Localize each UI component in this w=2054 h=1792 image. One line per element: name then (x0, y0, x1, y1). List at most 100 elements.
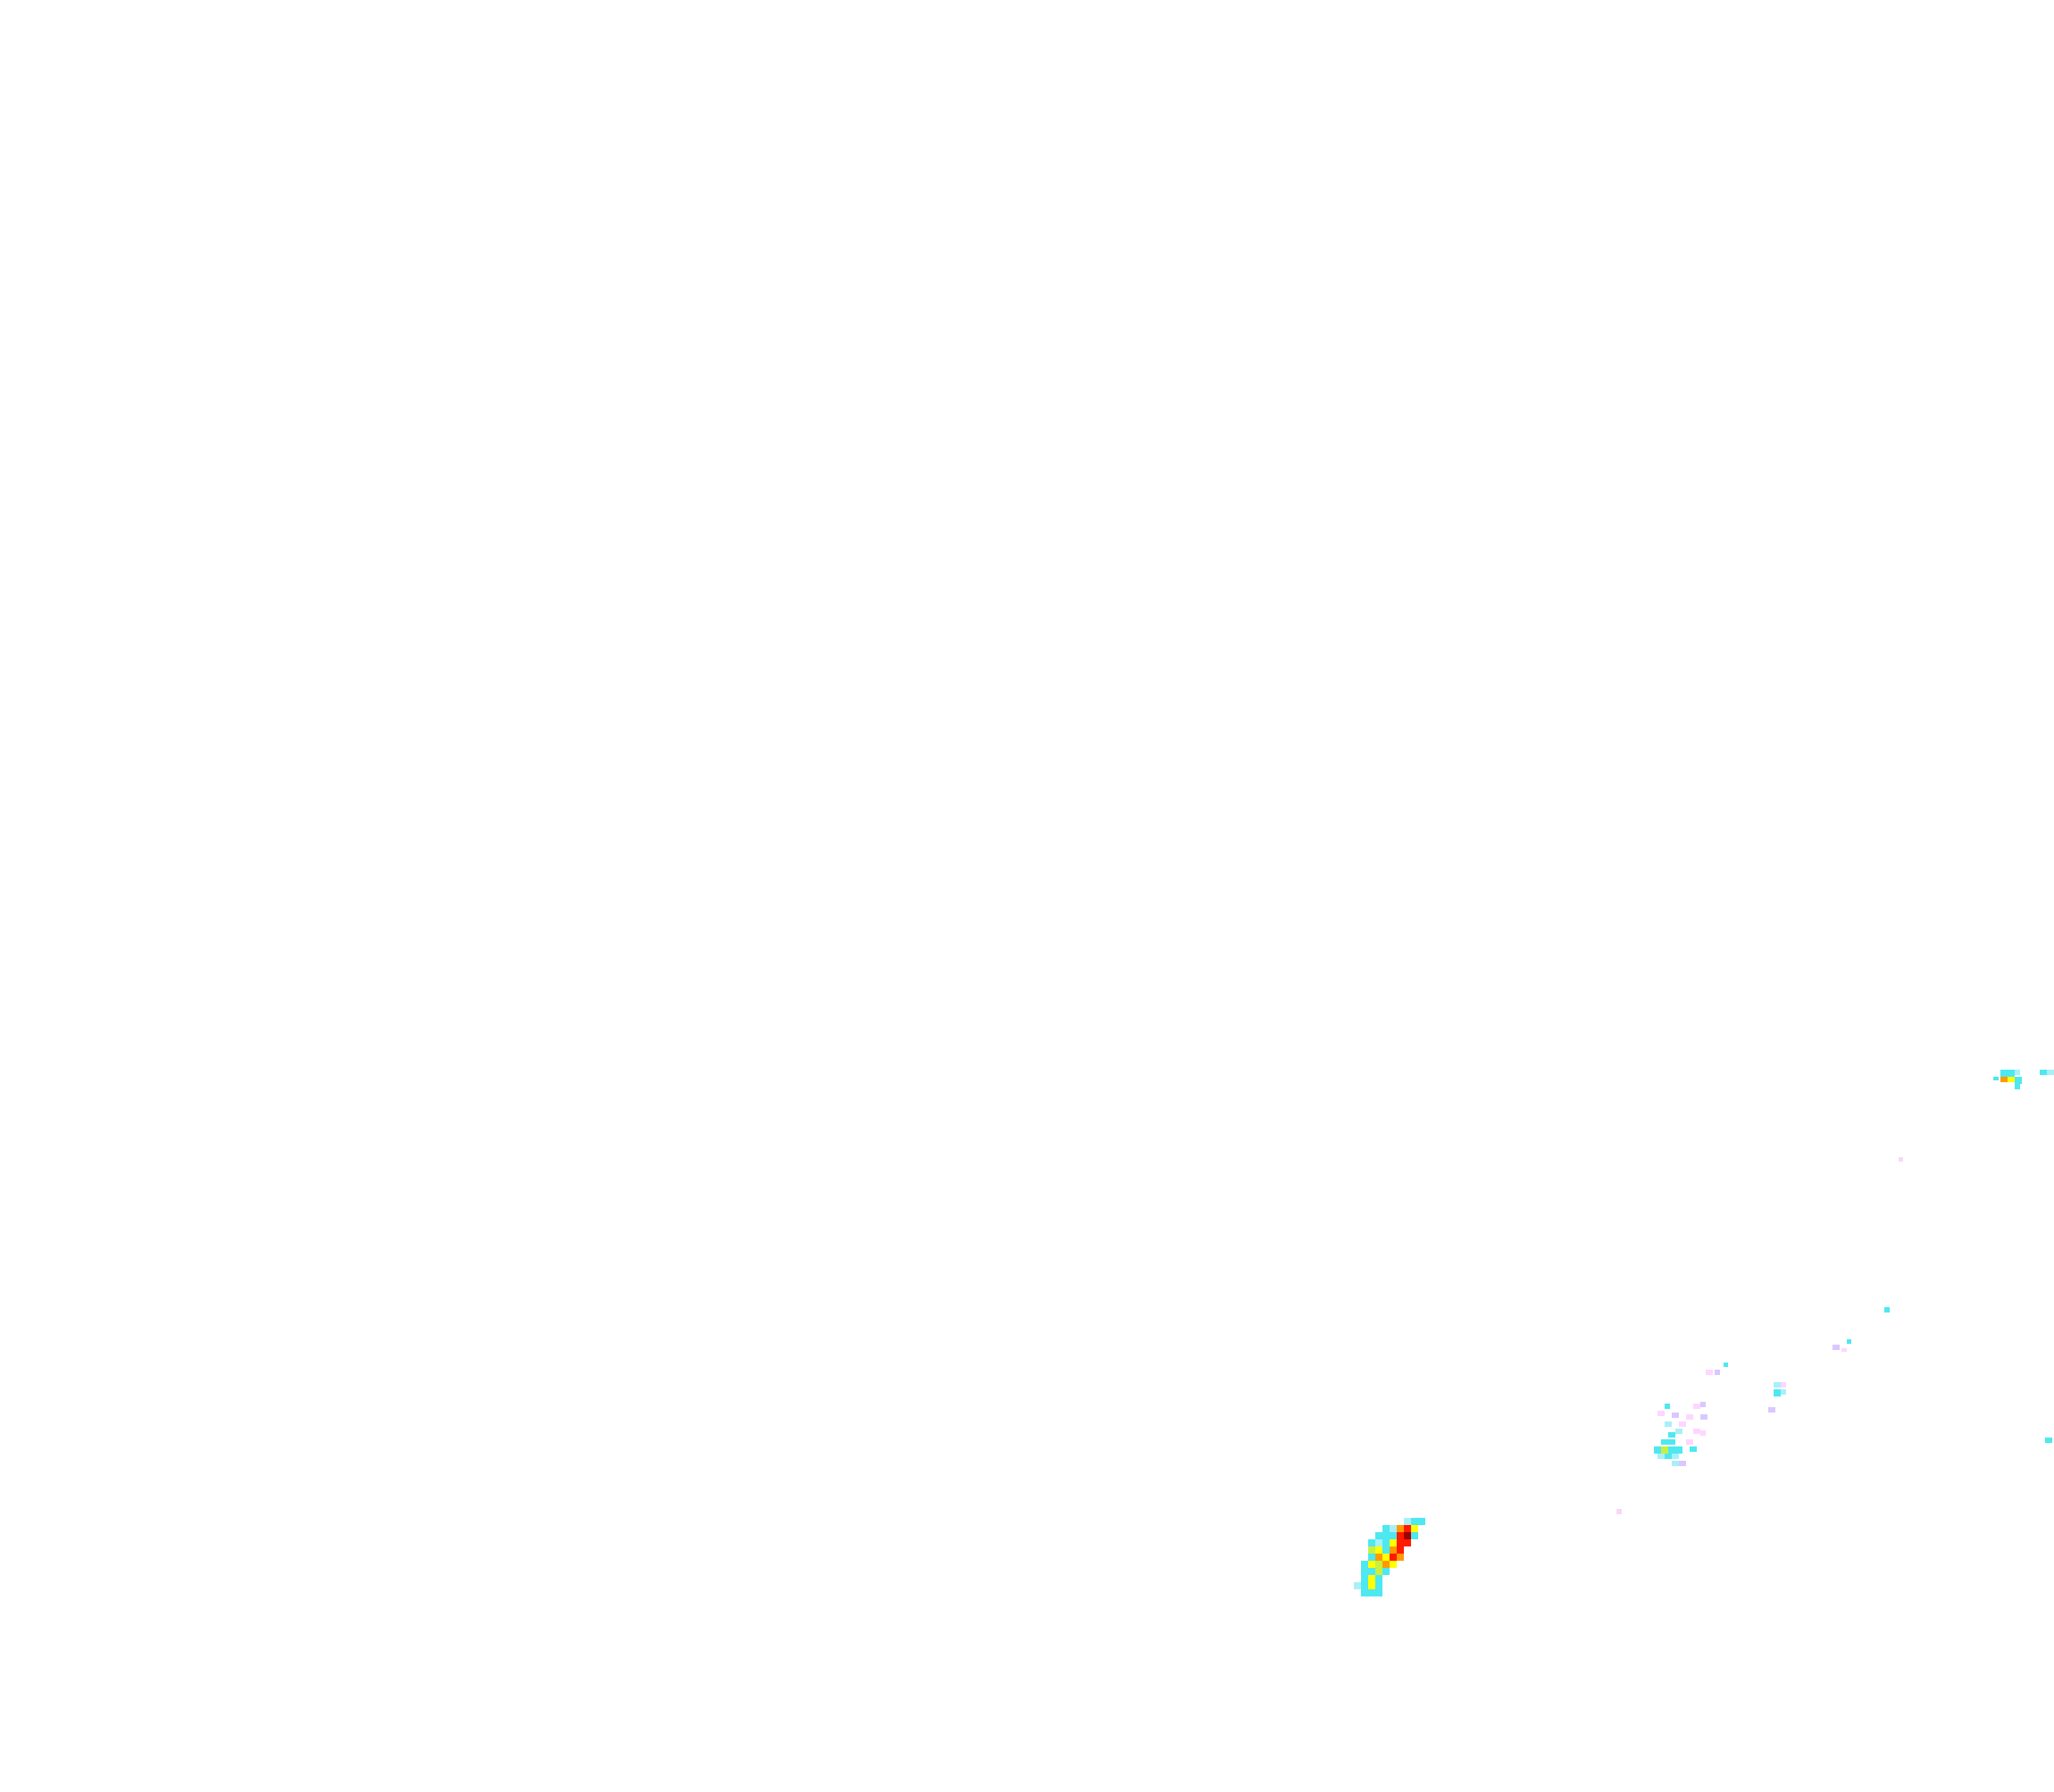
precip-cell-light (1841, 1348, 1847, 1352)
precip-cell-lavender (1700, 1414, 1707, 1420)
precip-cell-lavender (1672, 1413, 1679, 1418)
precip-cell-light-cyan (2047, 1070, 2054, 1075)
precip-cell-light-cyan (1672, 1454, 1679, 1459)
precip-cell-cyan (1382, 1539, 1390, 1546)
precip-cell-lavender (1833, 1345, 1840, 1350)
precip-cell-light-cyan (1781, 1389, 1786, 1395)
precip-cell-cyan (2008, 1070, 2015, 1077)
precip-cell-cyan (1382, 1546, 1390, 1554)
precip-cell-cyan (1375, 1532, 1382, 1539)
precip-cell-cyan (1368, 1568, 1375, 1575)
precip-cell-cyan (1361, 1568, 1368, 1575)
precip-cell-cyan (1661, 1439, 1668, 1445)
precip-cell-cyan (1884, 1307, 1890, 1313)
precip-cell-light (1781, 1382, 1786, 1388)
precip-cell-cyan (1665, 1454, 1672, 1459)
precip-cell-red (1390, 1554, 1397, 1561)
precip-cell-cyan (2015, 1084, 2020, 1089)
precip-cell-cyan (1375, 1589, 1382, 1596)
precip-cell-cyan (1361, 1575, 1368, 1582)
precip-cell-orange (1397, 1554, 1404, 1561)
precip-cell-cyan (1418, 1518, 1425, 1525)
precip-cell-lavender (1700, 1402, 1706, 1407)
precip-cell-cyan (1665, 1404, 1670, 1409)
precip-cell-light (1686, 1439, 1693, 1445)
precip-cell-cyan (2040, 1070, 2047, 1075)
precip-cell-very-light (1616, 1509, 1622, 1514)
precip-cell-very-light (1899, 1157, 1903, 1162)
precip-cell-cyan (1390, 1532, 1397, 1539)
precip-cell-cyan (1675, 1446, 1682, 1454)
precip-cell-orange (1382, 1561, 1390, 1568)
precip-cell-cyan (2015, 1077, 2022, 1084)
precip-cell-lavender (1768, 1407, 1775, 1413)
precip-cell-cyan (2045, 1438, 2052, 1443)
precip-cell-red (1397, 1539, 1404, 1546)
precip-cell-red (1404, 1539, 1411, 1546)
precip-cell-green-yellow (1375, 1561, 1382, 1568)
precip-cell-cyan (1690, 1446, 1697, 1452)
precip-cell-yellow (1390, 1539, 1397, 1546)
precip-cell-green-yellow (1375, 1568, 1382, 1575)
precip-cell-orange (1390, 1546, 1397, 1554)
precip-cell-red (1397, 1546, 1404, 1554)
precip-cell-yellow (1411, 1525, 1418, 1532)
precip-cell-cyan (1668, 1446, 1675, 1454)
precip-cell-cyan (1368, 1554, 1375, 1561)
precip-cell-cyan (1368, 1539, 1375, 1546)
precip-cell-light-cyan (1665, 1421, 1672, 1427)
precip-cell-light (1706, 1370, 1713, 1375)
precip-cell-light-cyan (2015, 1070, 2020, 1075)
precip-cell-cyan (1993, 1077, 1999, 1080)
precip-cell-cyan (1668, 1439, 1675, 1445)
precip-cell-red (1397, 1532, 1404, 1539)
precip-cell-lavender (1679, 1461, 1686, 1466)
precip-cell-light-cyan (1675, 1429, 1682, 1434)
precip-cell-cyan (1361, 1582, 1368, 1589)
precip-cell-light-cyan (1354, 1582, 1361, 1589)
precip-cell-light-cyan (1390, 1525, 1397, 1532)
precip-cell-cyan (1724, 1363, 1728, 1367)
precip-cell-dark-red (1404, 1532, 1411, 1539)
precip-cell-red (1404, 1525, 1411, 1532)
precip-cell-cyan (1847, 1339, 1851, 1344)
precip-cell-yellow (1368, 1561, 1375, 1568)
precip-cell-cyan (1375, 1582, 1382, 1589)
precip-cell-yellow (1368, 1575, 1375, 1582)
precip-cell-cyan (1411, 1532, 1418, 1539)
precip-cell-cyan (2000, 1070, 2008, 1077)
precip-cell-cyan (1774, 1389, 1781, 1396)
precip-cell-light-cyan (1774, 1382, 1781, 1388)
precip-cell-cyan (1375, 1575, 1382, 1582)
precip-cell-orange (1375, 1554, 1382, 1561)
precip-cell-light (1693, 1429, 1700, 1434)
precip-cell-yellow (1375, 1546, 1382, 1554)
precip-cell-light-cyan (1404, 1518, 1411, 1525)
precip-cell-green-yellow (1368, 1546, 1375, 1554)
precip-cell-green-yellow (1661, 1446, 1668, 1454)
precip-cell-light (1686, 1414, 1693, 1420)
precip-cell-cyan (1654, 1446, 1661, 1454)
precip-cell-cyan (1668, 1432, 1675, 1438)
precip-cell-orange (1397, 1525, 1404, 1532)
precip-cell-cyan (1411, 1518, 1418, 1525)
precip-cell-light-cyan (1672, 1461, 1679, 1466)
precip-cell-yellow (1390, 1561, 1397, 1568)
precip-cell-yellow (1368, 1582, 1375, 1589)
precip-cell-light-cyan (1375, 1539, 1382, 1546)
precip-cell-orange (2000, 1077, 2008, 1082)
precip-cell-cyan (1382, 1568, 1390, 1575)
precip-cell-yellow (2008, 1077, 2015, 1082)
precip-cell-yellow (1382, 1554, 1390, 1561)
precip-cell-light (1693, 1404, 1700, 1409)
precip-cell-cyan (1382, 1532, 1390, 1539)
precip-cell-light (1679, 1421, 1686, 1427)
precip-cell-cyan (1361, 1561, 1368, 1568)
precip-cell-cyan (1382, 1525, 1390, 1532)
precip-cell-cyan (1361, 1589, 1368, 1596)
precip-cell-light-cyan (1657, 1454, 1665, 1459)
precip-cell-lavender (1715, 1370, 1720, 1375)
precip-cell-cyan (1368, 1589, 1375, 1596)
